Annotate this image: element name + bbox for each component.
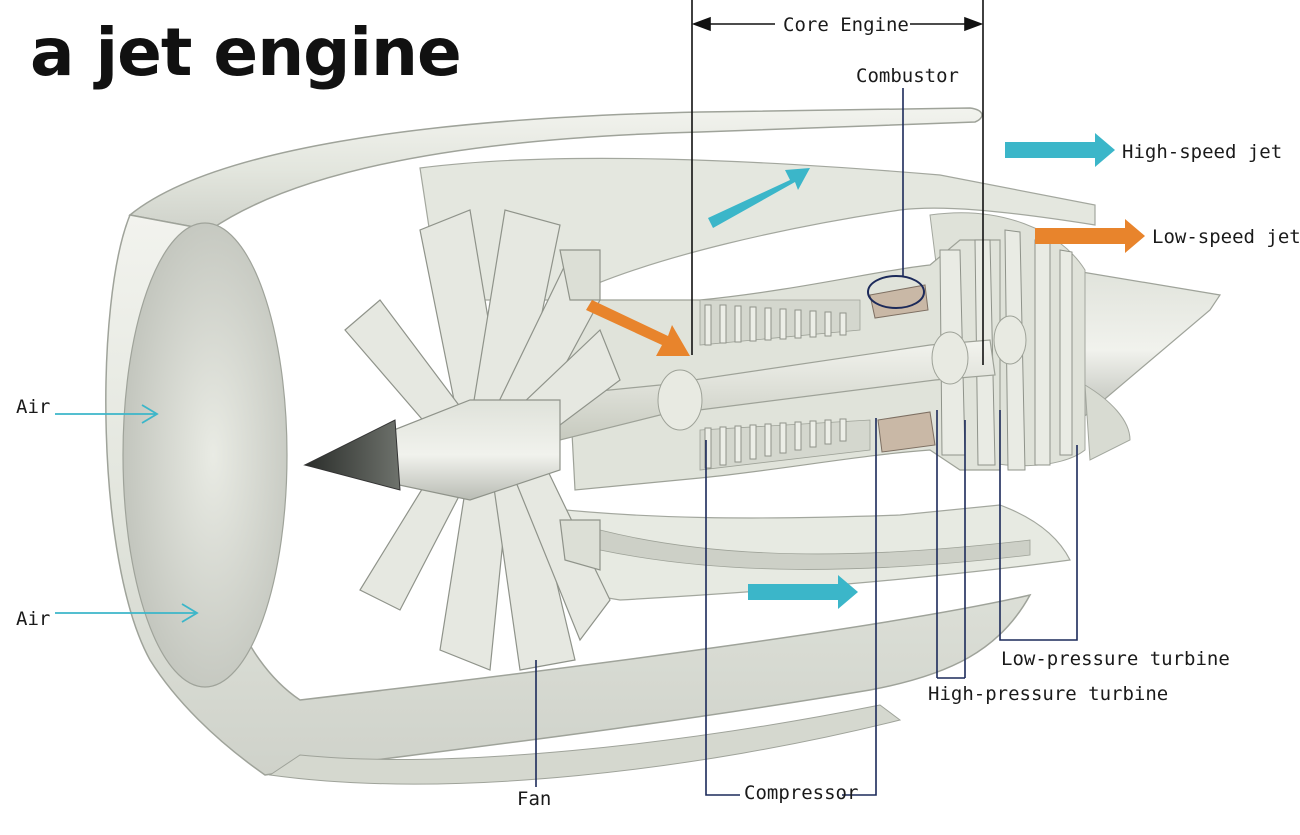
core-engine-label: Core Engine [783, 14, 909, 36]
diagram-title: a jet engine [30, 14, 462, 91]
leader-lines [535, 88, 1078, 796]
air-label-top: Air [16, 396, 50, 418]
flow-arrows [55, 133, 1145, 623]
low-pressure-turbine-label: Low-pressure turbine [1001, 648, 1230, 670]
high-pressure-turbine-label: High-pressure turbine [928, 683, 1168, 705]
core-engine-bracket [691, 0, 984, 365]
nacelle [105, 107, 1032, 785]
high-speed-jet-arrow [1005, 133, 1115, 167]
air-arrow-top [55, 404, 159, 424]
main-shaft [559, 315, 1027, 441]
combustor-chambers [867, 275, 936, 453]
low-speed-jet-arrow [1035, 219, 1145, 253]
compressor-label: Compressor [744, 782, 858, 804]
air-arrow-bottom [55, 603, 199, 623]
combustor-label: Combustor [856, 65, 959, 87]
fan-label: Fan [517, 788, 551, 810]
air-label-bottom: Air [16, 608, 50, 630]
nose-spinner [302, 399, 561, 501]
bypass-flow-arrow-bottom [748, 575, 858, 609]
compressor-leader-right [842, 418, 877, 796]
bypass-flow-arrow-top [708, 168, 810, 228]
compressor-stages [704, 304, 847, 469]
low-speed-jet-label: Low-speed jet [1152, 226, 1300, 248]
compressor-leader-left [705, 440, 740, 796]
high-speed-jet-label: High-speed jet [1122, 141, 1282, 163]
core-flow-arrow [586, 300, 690, 356]
lp-turbine-leader [999, 410, 1078, 641]
